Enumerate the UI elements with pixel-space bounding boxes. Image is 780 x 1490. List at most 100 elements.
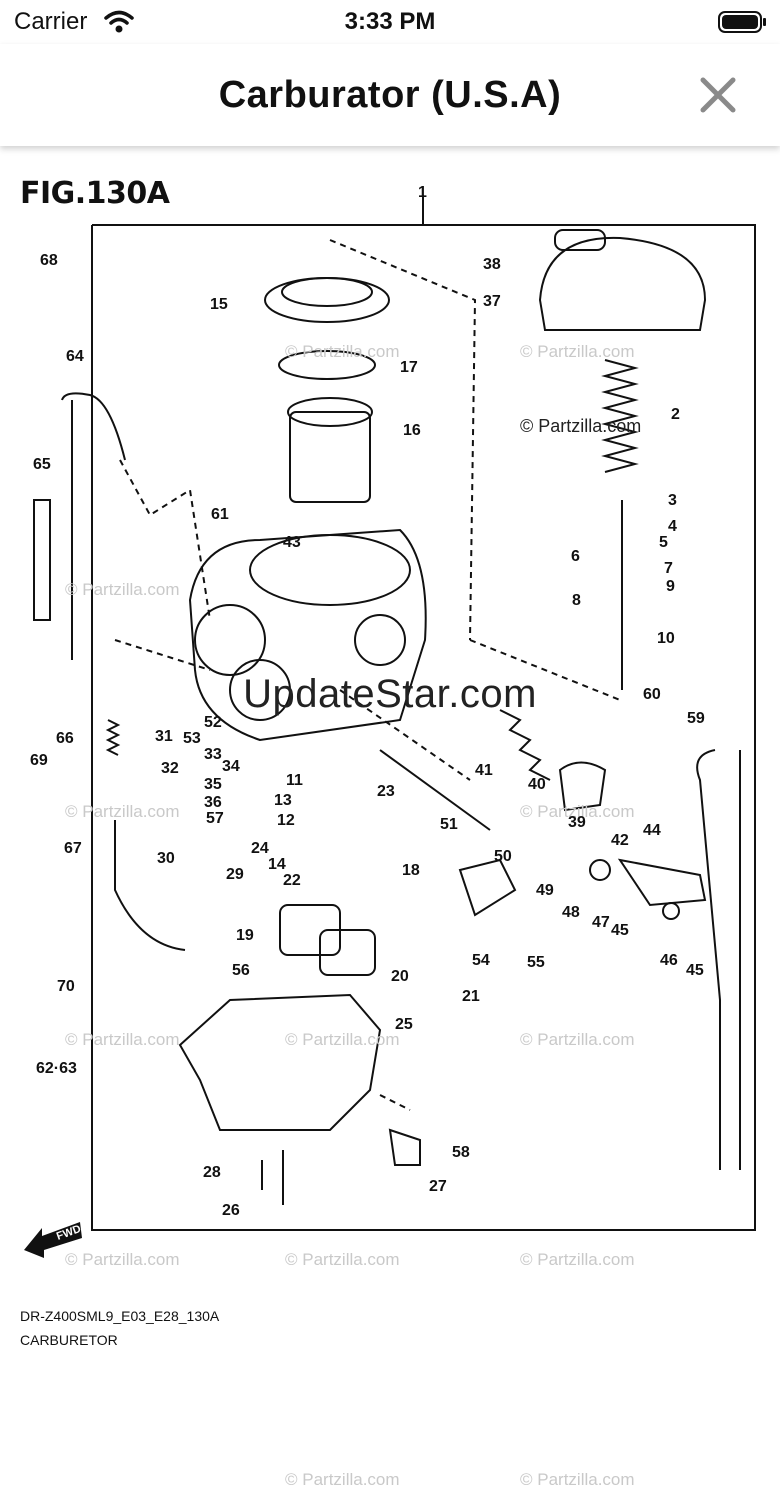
callout[interactable]: 18 [402,862,420,879]
navigation-bar: Carburator (U.S.A) [0,44,780,146]
callout[interactable]: 28 [203,1164,221,1181]
callout[interactable]: 20 [391,968,409,985]
callout[interactable]: 53 [183,730,201,747]
callout[interactable]: 14 [268,856,286,873]
callout[interactable]: 5 [659,534,668,551]
callout[interactable]: 52 [204,714,222,731]
figure-title: FIG.130A [20,176,170,211]
callout[interactable]: 34 [222,758,240,775]
callout[interactable]: 24 [251,840,269,857]
overlay-watermark: UpdateStar.com [243,672,537,716]
close-button[interactable] [697,74,739,116]
callout[interactable]: 39 [568,814,586,831]
callout[interactable]: 46 [660,952,678,969]
callout[interactable]: 32 [161,760,179,777]
callout[interactable]: 12 [277,812,295,829]
callout[interactable]: 22 [283,872,301,889]
watermark: © Partzilla.com [65,802,180,821]
callout[interactable]: 45 [611,922,629,939]
callout[interactable]: 56 [232,962,250,979]
callout[interactable]: 48 [562,904,580,921]
battery-icon [718,10,768,39]
callout[interactable]: 33 [204,746,222,763]
callout[interactable]: 47 [592,914,610,931]
callout[interactable]: 45 [686,962,704,979]
carrier-label: Carrier [14,8,88,35]
watermark: © Partzilla.com [65,1250,180,1269]
callout[interactable]: 11 [286,772,303,789]
callout[interactable]: 6 [571,548,580,565]
callout[interactable]: 15 [210,296,228,313]
callout[interactable]: 8 [572,592,581,609]
callout[interactable]: 25 [395,1016,413,1033]
callout[interactable]: 44 [643,822,661,839]
callout[interactable]: 69 [30,752,48,769]
callout[interactable]: 58 [452,1144,470,1161]
callout[interactable]: 42 [611,832,629,849]
callout[interactable]: 64 [66,348,84,365]
callout[interactable]: 21 [462,988,480,1005]
callout[interactable]: 4 [668,518,677,535]
callout[interactable]: 10 [657,630,675,647]
callout[interactable]: 51 [440,816,458,833]
callout[interactable]: 30 [157,850,175,867]
callout[interactable]: 50 [494,848,512,865]
callout[interactable]: 23 [377,783,395,800]
callout[interactable]: 65 [33,456,51,473]
watermark: © Partzilla.com [520,802,635,821]
diagram-artwork [33,195,756,1231]
callout[interactable]: 2 [671,406,680,423]
copyright-label: © Partzilla.com [520,416,642,436]
callout[interactable]: 41 [475,762,493,779]
watermark: © Partzilla.com [520,1030,635,1049]
callout[interactable]: 36 [204,794,222,811]
callout[interactable]: 70 [57,978,75,995]
callout[interactable]: 37 [483,293,501,310]
status-bar: Carrier 3:33 PM [0,0,780,44]
watermark: © Partzilla.com [285,342,400,361]
callout[interactable]: 66 [56,730,74,747]
callout[interactable]: 17 [400,359,418,376]
callout[interactable]: 54 [472,952,490,969]
callout[interactable]: 59 [687,710,705,727]
callout[interactable]: 1 [418,184,427,201]
callout[interactable]: 40 [528,776,546,793]
watermark: © Partzilla.com [285,1470,400,1489]
callout[interactable]: 29 [226,866,244,883]
callout[interactable]: 7 [664,560,673,577]
diagram-name: CARBURETOR [20,1332,118,1348]
callout[interactable]: 38 [483,256,501,273]
watermark: © Partzilla.com [520,1250,635,1269]
callout[interactable]: 3 [668,492,677,509]
parts-diagram[interactable]: © Partzilla.com © Partzilla.com © Partzi… [0,150,780,1489]
callout[interactable]: 16 [403,422,421,439]
callout[interactable]: 60 [643,686,661,703]
callout[interactable]: 68 [40,252,58,269]
watermark: © Partzilla.com [65,580,180,599]
callout[interactable]: 61 [211,506,229,523]
callout[interactable]: 27 [429,1178,447,1195]
callout[interactable]: 67 [64,840,82,857]
callout[interactable]: 55 [527,954,545,971]
watermark: © Partzilla.com [285,1030,400,1049]
clock: 3:33 PM [344,8,436,35]
model-code: DR-Z400SML9_E03_E28_130A [20,1308,220,1324]
callout[interactable]: 62·63 [36,1060,77,1077]
callout[interactable]: 13 [274,792,292,809]
watermark: © Partzilla.com [520,342,635,361]
callout[interactable]: 43 [283,534,301,551]
callout[interactable]: 35 [204,776,222,793]
page-title: Carburator (U.S.A) [218,74,562,116]
callout[interactable]: 57 [206,810,224,827]
watermark: © Partzilla.com [65,1030,180,1049]
callout[interactable]: 26 [222,1202,240,1219]
watermark: © Partzilla.com [285,1250,400,1269]
callout[interactable]: 49 [536,882,554,899]
callout[interactable]: 19 [236,927,254,944]
close-icon [700,77,736,113]
watermark: © Partzilla.com [520,1470,635,1489]
callout[interactable]: 31 [155,728,173,745]
callout[interactable]: 9 [666,578,675,595]
forward-arrow-icon: FWD [22,1218,84,1260]
wifi-icon [104,10,134,39]
